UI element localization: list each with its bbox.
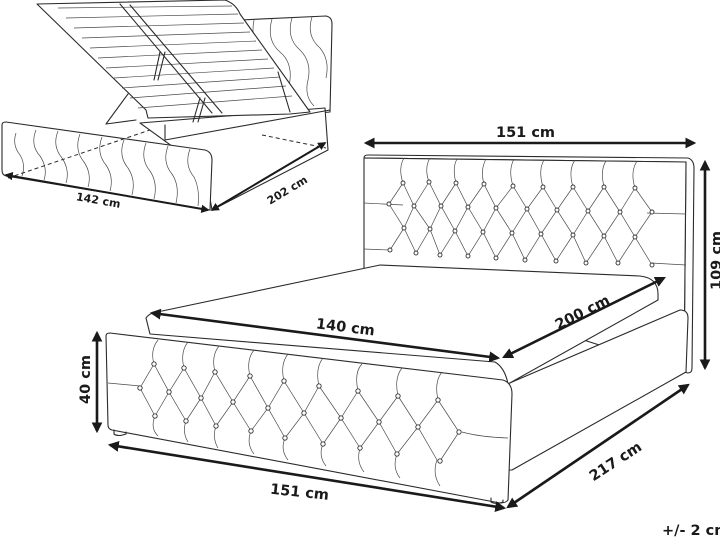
inset-storage-bed-drawing: 142 cm 202 cm xyxy=(1,0,333,213)
headboard-tufting xyxy=(363,157,687,268)
dimension-lines xyxy=(91,137,711,513)
headboard-width-label: 151 cm xyxy=(496,125,555,141)
footboard-height-label: 40 cm xyxy=(78,355,94,404)
tolerance-note: +/- 2 cm xyxy=(662,523,720,539)
footboard-width-label: 151 cm xyxy=(269,482,329,504)
total-length-label: 217 cm xyxy=(587,439,645,485)
headboard-height-label: 109 cm xyxy=(709,231,720,290)
mattress-width-label: 140 cm xyxy=(315,316,376,339)
